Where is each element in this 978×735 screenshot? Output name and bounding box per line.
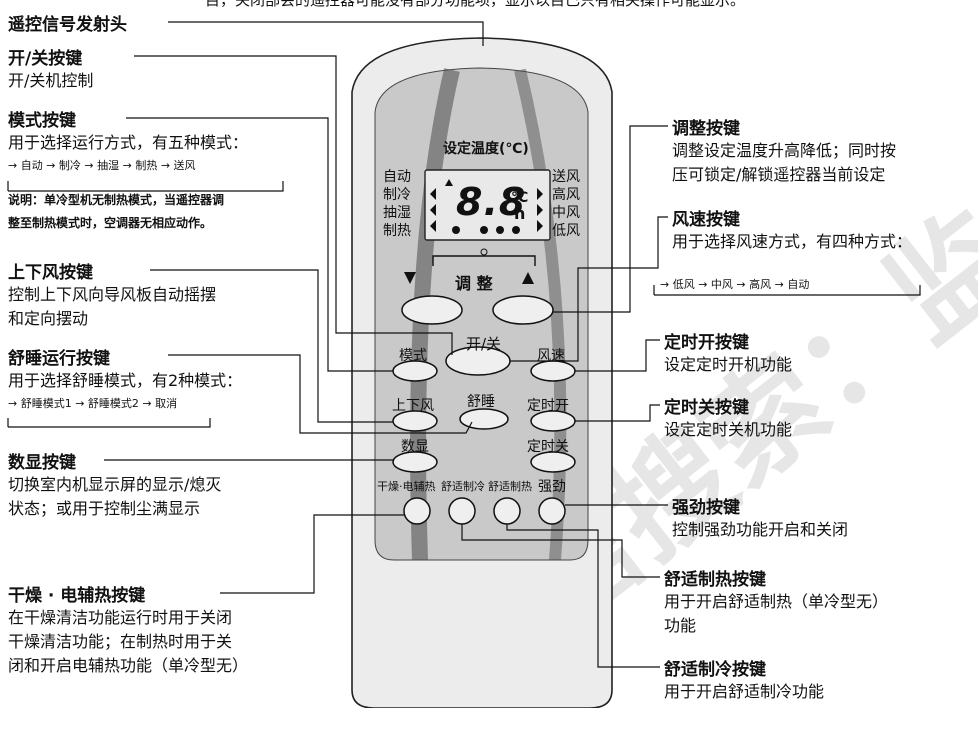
display-button-shape[interactable] bbox=[392, 451, 438, 473]
block-line: 压可锁定/解锁遥控器当前设定 bbox=[672, 165, 886, 184]
left-block-mode: 模式按键 用于选择运行方式，有五种模式： → 自动 → 制冷 → 抽湿 → 制热… bbox=[8, 106, 248, 231]
fan-labels: 送风 高风 中风 低风 bbox=[552, 168, 580, 240]
block-line: 设定定时开机功能 bbox=[664, 355, 793, 374]
turbo-button-label: 强劲 bbox=[538, 479, 566, 495]
mode-sequence: → 自动 → 制冷 → 抽湿 → 制热 → 送风 bbox=[8, 159, 196, 172]
right-block-fan: 风速按键 用于选择风速方式，有四种方式： bbox=[672, 205, 912, 254]
remote-illustration bbox=[7, 21, 921, 708]
mode-label: 制冷 bbox=[383, 187, 411, 203]
block-line: 干燥清洁功能；在制热时用于关 bbox=[8, 632, 233, 651]
top-text: 目，关闭部会的遥控器可能没有部分功能项，显示以目已只有相关操作可能显示。 bbox=[205, 0, 746, 9]
mode-labels: 自动 制冷 抽湿 制热 bbox=[383, 168, 411, 240]
right-block-adjust: 调整按键 调整设定温度升高降低；同时按 压可锁定/解锁遥控器当前设定 bbox=[672, 114, 896, 187]
adjust-up-button[interactable] bbox=[492, 295, 554, 325]
power-button-label: 开/关 bbox=[466, 335, 502, 353]
block-line: 控制上下风向导风板自动摇摆 bbox=[8, 285, 217, 304]
block-line: 闭和开启电辅热功能（单冷型无） bbox=[8, 656, 249, 675]
lcd-screen bbox=[424, 169, 551, 241]
block-line: 状态；或用于控制尘满显示 bbox=[8, 499, 201, 518]
block-title: 舒睡运行按键 bbox=[8, 349, 110, 369]
adjust-down-button[interactable] bbox=[401, 295, 463, 325]
comfort-heat-button-shape[interactable] bbox=[493, 497, 521, 525]
block-title: 数显按键 bbox=[8, 453, 76, 473]
sleep-sequence: → 舒睡模式1 → 舒睡模式2 → 取消 bbox=[8, 397, 178, 410]
block-line: 和定向摆动 bbox=[8, 309, 89, 328]
left-block-sleep: 舒睡运行按键 用于选择舒睡模式，有2种模式： → 舒睡模式1 → 舒睡模式2 →… bbox=[8, 344, 242, 411]
mode-label: 自动 bbox=[383, 169, 411, 185]
block-line: 功能 bbox=[664, 616, 697, 635]
block-line: 开/关机控制 bbox=[8, 71, 94, 90]
fan-label: 低风 bbox=[552, 223, 580, 239]
block-line: 用于开启舒适制冷功能 bbox=[664, 682, 825, 701]
block-line: 切换室内机显示屏的显示/熄灭 bbox=[8, 475, 222, 494]
left-block-power: 开/关按键 开/关机控制 bbox=[8, 44, 93, 93]
block-title: 定时关按键 bbox=[664, 398, 749, 418]
block-line: 用于选择舒睡模式，有2种模式： bbox=[8, 371, 243, 390]
mode-label: 抽湿 bbox=[383, 205, 411, 221]
timer-on-button-label: 定时开 bbox=[527, 398, 569, 414]
dry-button-shape[interactable] bbox=[403, 497, 431, 525]
left-label-emitter: 遥控信号发射头 bbox=[8, 15, 127, 35]
block-line: 控制强劲功能开启和关闭 bbox=[672, 520, 849, 539]
lcd-hour: h bbox=[514, 204, 526, 223]
right-block-timer-on: 定时开按键 设定定时开机功能 bbox=[664, 328, 792, 377]
sleep-button-label: 舒睡 bbox=[467, 394, 495, 410]
block-line: 用于开启舒适制热（单冷型无） bbox=[664, 592, 889, 611]
comfort-cool-button-shape[interactable] bbox=[448, 497, 476, 525]
mode-button-label: 模式 bbox=[399, 348, 427, 364]
fan-label: 中风 bbox=[552, 205, 580, 221]
block-title: 调整按键 bbox=[672, 119, 740, 139]
mode-note: 说明：单冷型机无制热模式，当遥控器调 bbox=[8, 193, 225, 207]
block-line: 用于选择运行方式，有五种模式： bbox=[8, 133, 249, 152]
right-block-turbo: 强劲按键 控制强劲功能开启和关闭 bbox=[672, 493, 848, 542]
left-block-swing: 上下风按键 控制上下风向导风板自动摇摆 和定向摆动 bbox=[8, 258, 216, 331]
fan-label: 送风 bbox=[552, 169, 580, 185]
block-line: 设定定时关机功能 bbox=[664, 420, 793, 439]
block-line: 用于选择风速方式，有四种方式： bbox=[672, 232, 913, 251]
mode-label: 制热 bbox=[383, 223, 411, 239]
fan-button-label: 风速 bbox=[537, 348, 565, 364]
left-block-dry: 干燥 · 电辅热按键 在干燥清洁功能运行时用于关闭 干燥清洁功能；在制热时用于关… bbox=[8, 581, 248, 678]
right-block-comfort-cool: 舒适制冷按键 用于开启舒适制冷功能 bbox=[664, 655, 824, 704]
display-title: 设定温度(℃) bbox=[443, 141, 529, 157]
block-title: 模式按键 bbox=[8, 111, 76, 131]
block-title: 舒适制热按键 bbox=[664, 570, 766, 590]
block-title: 上下风按键 bbox=[8, 263, 93, 283]
timer-off-button-shape[interactable] bbox=[530, 451, 576, 473]
block-title: 定时开按键 bbox=[664, 333, 749, 353]
display-button-label: 数显 bbox=[401, 439, 429, 455]
block-title: 干燥 · 电辅热按键 bbox=[8, 586, 146, 606]
swing-button-shape[interactable] bbox=[392, 410, 438, 432]
lcd-unit: °C bbox=[511, 190, 529, 206]
dry-button-label: 干燥·电辅热 bbox=[377, 480, 436, 493]
swing-button-label: 上下风 bbox=[392, 398, 434, 414]
right-block-timer-off: 定时关按键 设定定时关机功能 bbox=[664, 393, 792, 442]
fan-label: 高风 bbox=[552, 187, 580, 203]
turbo-button-shape[interactable] bbox=[538, 497, 566, 525]
comfort-heat-button-label: 舒适制热 bbox=[488, 480, 532, 493]
block-title: 开/关按键 bbox=[8, 49, 83, 69]
mode-note: 整至制热模式时，空调器无相应动作。 bbox=[8, 216, 213, 230]
fan-sequence: → 低风 → 中风 → 高风 → 自动 bbox=[660, 278, 810, 291]
lcd-digits: 8.8 bbox=[456, 180, 527, 224]
block-line: 调整设定温度升高降低；同时按 bbox=[672, 141, 897, 160]
block-title: 风速按键 bbox=[672, 210, 740, 230]
block-line: 在干燥清洁功能运行时用于关闭 bbox=[8, 608, 233, 627]
timer-off-button-label: 定时关 bbox=[527, 439, 569, 455]
block-title: 舒适制冷按键 bbox=[664, 660, 766, 680]
comfort-cool-button-label: 舒适制冷 bbox=[441, 480, 485, 493]
left-block-display: 数显按键 切换室内机显示屏的显示/熄灭 状态；或用于控制尘满显示 bbox=[8, 448, 221, 521]
adjust-label: 调 整 bbox=[455, 274, 493, 293]
sleep-button-shape[interactable] bbox=[459, 408, 509, 430]
block-title: 强劲按键 bbox=[672, 498, 740, 518]
right-block-comfort-heat: 舒适制热按键 用于开启舒适制热（单冷型无） 功能 bbox=[664, 565, 888, 638]
